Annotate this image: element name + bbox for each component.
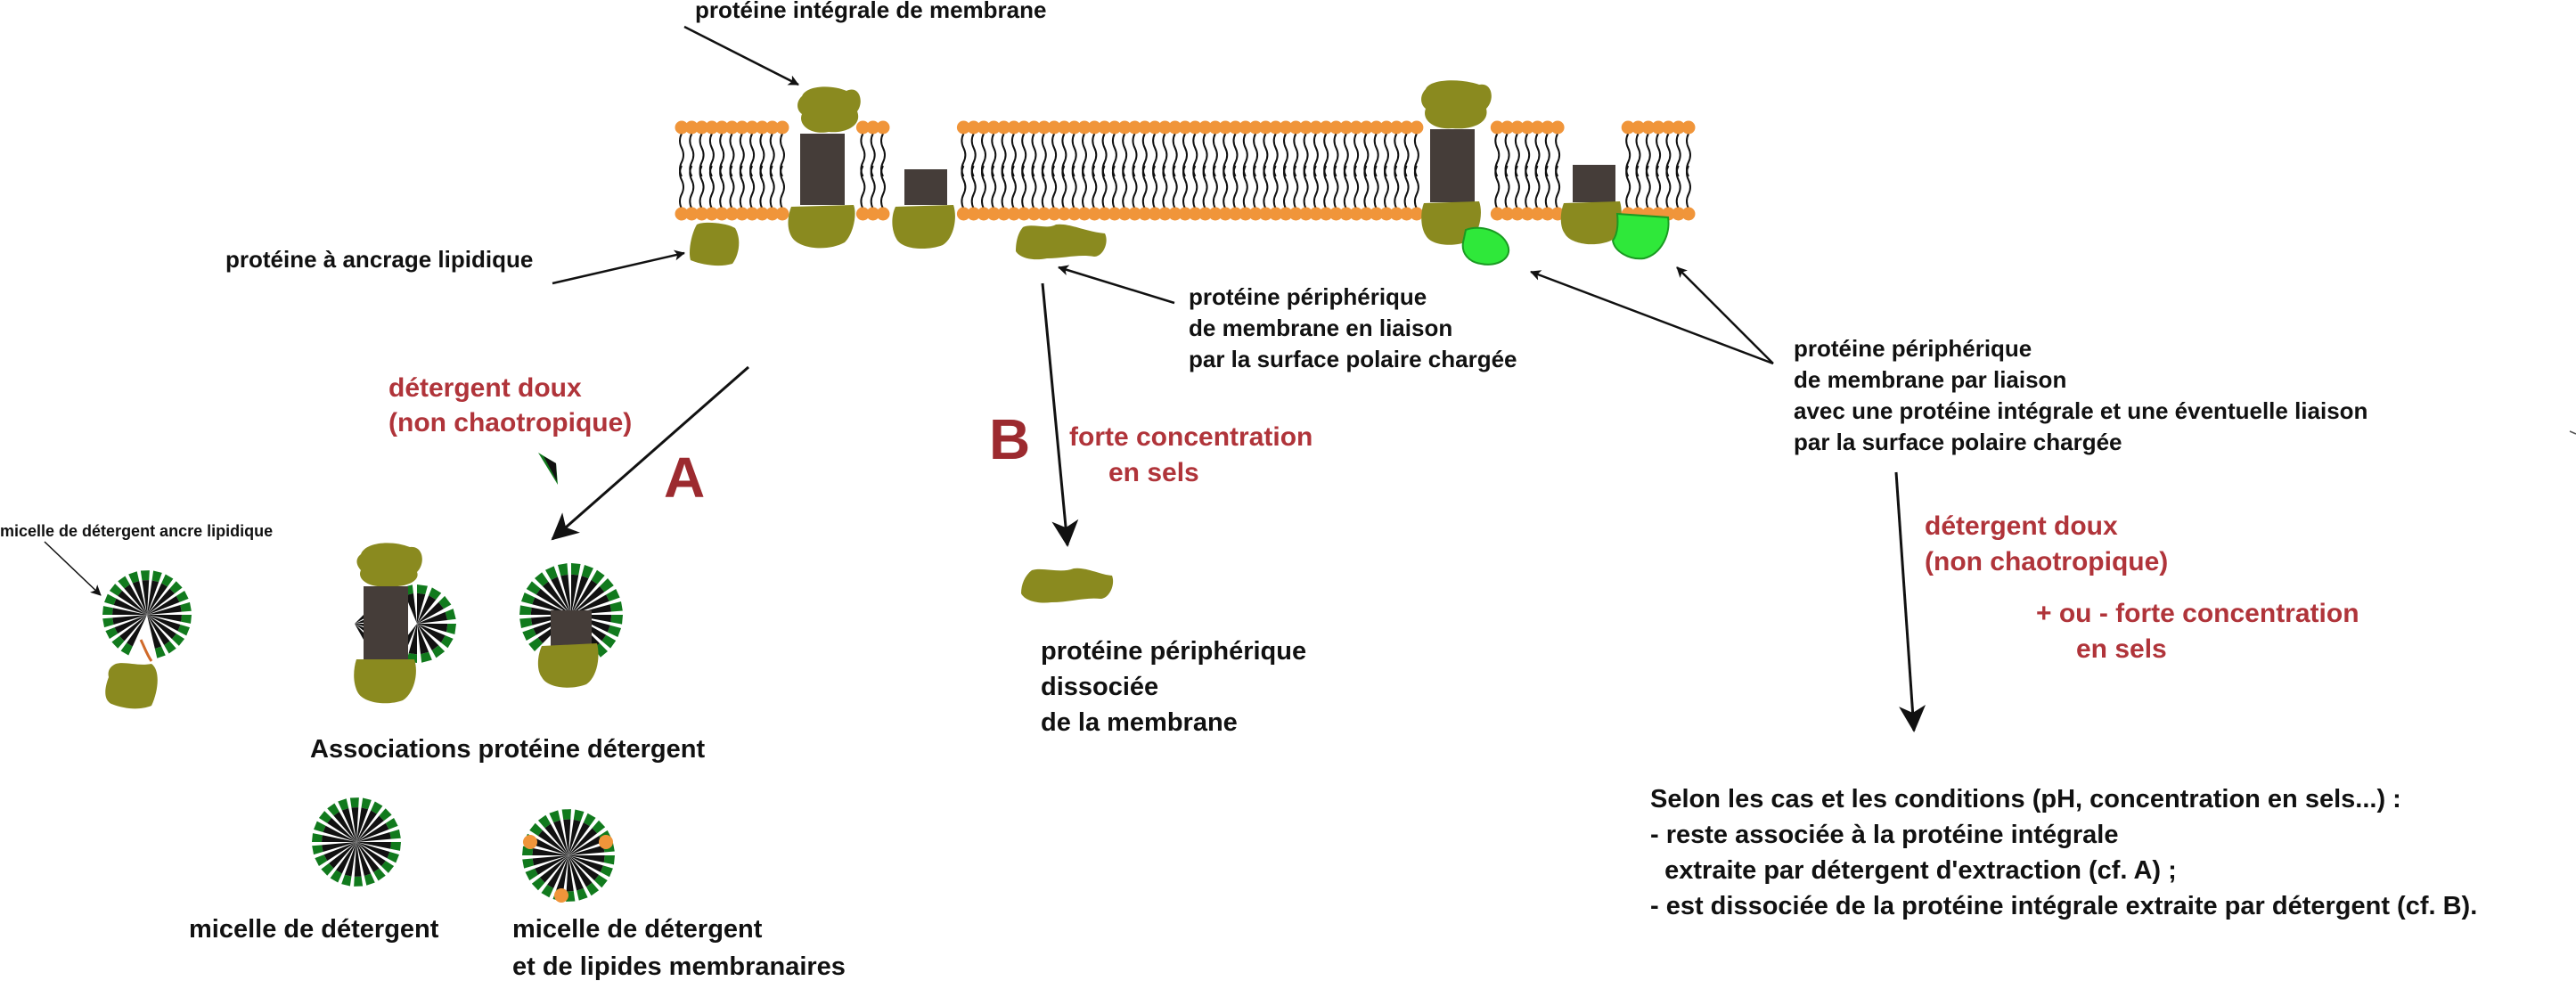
lipid-anchored-protein <box>689 222 740 266</box>
integral-protein-1 <box>788 86 861 249</box>
label-conditions: Selon les cas et les conditions (pH, con… <box>1650 785 2477 920</box>
label-peripheral-integral: protéine périphérique de membrane par li… <box>1794 335 2375 455</box>
micelles-group <box>102 563 623 903</box>
label-associations: Associations protéine détergent <box>310 735 705 764</box>
arrow-integral-label <box>683 25 799 86</box>
peripheral-protein-green-2 <box>1611 212 1670 260</box>
label-peripheral-dissociated: protéine périphérique dissociée de la me… <box>1041 637 1313 737</box>
arrow-a-detergent <box>551 365 749 541</box>
micelle-integral-protein <box>354 543 422 704</box>
peripheral-protein-green-1 <box>1461 226 1510 266</box>
label-micelle-lipids: micelle de détergent et de lipides membr… <box>512 915 846 981</box>
label-mild-detergent-left: détergent doux (non chaotropique) <box>388 373 632 437</box>
arrow-lipid-anchor-label <box>552 249 685 285</box>
peripheral-protein-polar <box>1016 224 1107 260</box>
arrow-micelle-anchor-label <box>44 541 102 596</box>
dissociated-peripheral-protein <box>1021 568 1114 603</box>
arrow-peripheral-polar-label <box>1058 265 1175 305</box>
label-mild-detergent-right: détergent doux (non chaotropique) <box>1925 511 2168 576</box>
arrow-peripheral-integral-label-1 <box>1530 270 1774 365</box>
integral-protein-2 <box>892 169 955 249</box>
anchor-micelle-protein <box>105 639 158 709</box>
label-micelle: micelle de détergent <box>189 915 439 944</box>
letter-a: A <box>664 446 705 510</box>
micelle-anchor <box>102 570 192 658</box>
integral-protein-3 <box>1421 80 1492 245</box>
edge-tick <box>2569 430 2576 435</box>
label-micelle-anchor: micelle de détergent ancre lipidique <box>0 522 273 540</box>
label-high-salt: forte concentration en sels <box>1069 422 1321 487</box>
micelle-with-lipids <box>522 809 615 903</box>
label-integral-protein: protéine intégrale de membrane <box>695 0 1046 23</box>
arrow-b-salt <box>1041 282 1079 547</box>
integral-protein-4 <box>1560 165 1622 245</box>
label-peripheral-polar: protéine périphérique de membrane en lia… <box>1189 283 1517 372</box>
label-plus-minus-salt: + ou - forte concentration en sels <box>2036 599 2367 664</box>
micelle-plain <box>312 797 401 887</box>
lipid-bilayer <box>675 120 1696 221</box>
label-lipid-anchored: protéine à ancrage lipidique <box>225 246 533 273</box>
micelle-integral-right <box>392 585 456 663</box>
letter-b: B <box>989 407 1030 471</box>
micelle-integral-protein-2 <box>537 610 599 688</box>
arrow-peripheral-integral-label-2 <box>1676 266 1774 364</box>
detergent-molecule <box>538 453 558 485</box>
arrow-right-detergent <box>1894 471 1926 732</box>
